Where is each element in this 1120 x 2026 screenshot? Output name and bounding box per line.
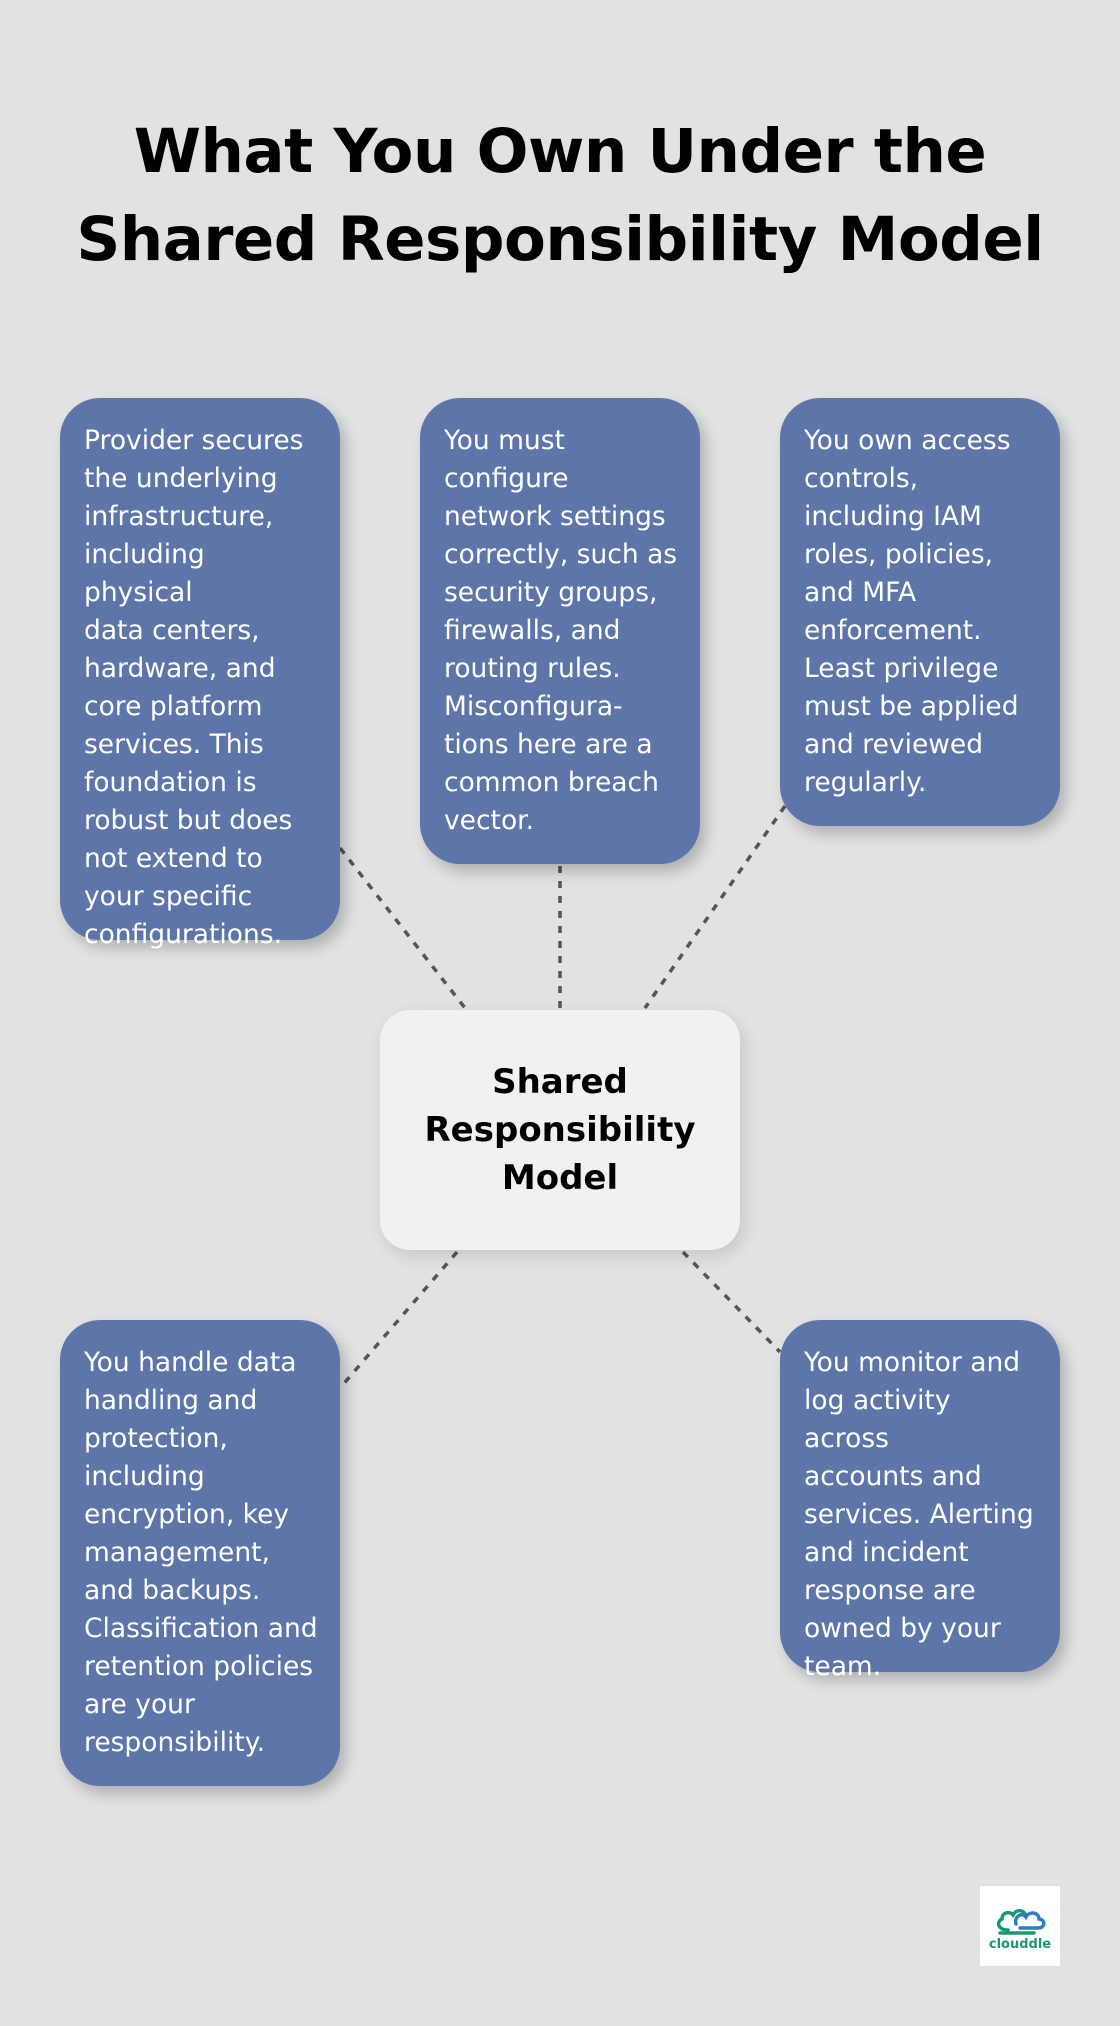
title-line-2: Shared Responsibility Model [76,204,1044,275]
brand-logo: clouddle [980,1886,1060,1966]
logo-text: clouddle [988,1937,1052,1952]
page-title: What You Own Under the Shared Responsibi… [60,108,1060,284]
responsibility-box-data: You handle data handling and protection,… [60,1320,340,1786]
cloud-logo-icon [996,1908,1046,1935]
connector-bottom-right [681,1250,782,1354]
connector-top-left [338,846,467,1010]
responsibility-box-network: You must configure network settings corr… [420,398,700,864]
connector-top-right [643,805,787,1009]
center-label-line-2: Responsibility [424,1110,696,1150]
center-node: Shared Responsibility Model [380,1010,740,1250]
responsibility-box-infrastructure: Provider secures the underlying infrastr… [60,398,340,950]
title-line-1: What You Own Under the [133,116,987,187]
responsibility-box-access: You own access controls, including IAM r… [780,398,1060,826]
center-label-line-1: Shared [492,1062,628,1102]
center-label-line-3: Model [501,1158,619,1198]
responsibility-box-monitoring: You monitor and log activity across acco… [780,1320,1060,1682]
connector-bottom-left [338,1250,459,1390]
center-label: Shared Responsibility Model [425,1058,696,1202]
